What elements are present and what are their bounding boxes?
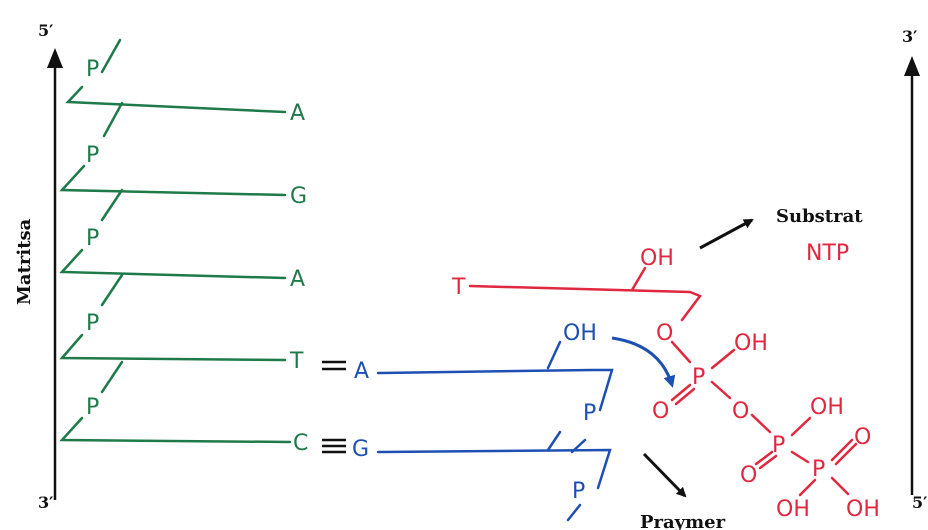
callouts: Substrat Praymer [640,206,863,530]
bond-p2-o-double-b [758,454,778,470]
template-axis-arrowhead [47,48,63,68]
bond-p3-oh-right [830,476,850,496]
primer-base-1: A [354,359,369,384]
primer-strand [376,340,614,522]
right-axis: 3′ 5′ [902,27,927,512]
bond-p1-o-bridge [710,380,732,400]
primer-stub-2 [546,430,562,452]
template-backbone-1 [65,38,287,114]
primer-phosphate-2: P [572,479,585,504]
template-top-end-label: 5′ [38,21,53,40]
primer-hydroxyl-stub [546,340,562,370]
bond-p3-oh-left [798,478,817,497]
template-backbone-3 [59,188,287,280]
primer-backbone-2 [376,448,612,522]
primer-label: Praymer [640,512,726,530]
bond-p1-o-double-a [670,383,692,402]
template-bases: A G A T C [289,101,308,456]
template-base-2: G [290,184,307,209]
bond-p2-p3 [790,450,810,464]
substrate-oh-1: OH [734,331,768,356]
template-phosphate-3: P [86,226,99,251]
right-top-end-label: 3′ [902,27,917,46]
substrate-sugar-backbone [468,284,702,322]
template-backbone-5 [59,360,292,444]
template-strand [59,38,292,444]
template-backbone-4 [59,273,287,362]
bond-p2-o-double-a [754,450,774,466]
substrate-label: Substrat [776,206,863,227]
substrate-phosphate-2: P [772,433,785,458]
hydrogen-bonds [322,360,346,454]
template-backbone-2 [59,101,287,197]
substrate-strand [468,266,858,497]
bond-p2-oh [790,416,812,437]
substrate-phosphate-1: P [692,365,705,390]
bond-p3-o-double-a [830,438,854,462]
substrate-ntp-label: NTP [806,241,849,266]
substrate-oxygen-4: O [740,463,757,488]
substrate-callout-arrow [699,218,754,250]
template-base-5: C [293,431,308,456]
substrate-base: T [451,275,466,300]
template-base-1: A [290,101,305,126]
template-base-3: A [290,267,305,292]
substrate-hydroxyl: OH [640,246,674,271]
template-phosphate-2: P [86,143,99,168]
double-bond-t-a [322,360,346,371]
template-label: Matritsa [14,218,35,305]
primer-backbone-1 [376,368,614,454]
substrate-oh-4: OH [846,497,880,522]
substrate-hydroxyl-stub [630,266,647,292]
bond-o-p2 [750,413,772,434]
substrate-oxygen-2: O [652,399,669,424]
nucleophilic-attack-arrow [611,336,676,388]
right-bottom-end-label: 5′ [912,493,927,512]
substrate-oh-2: OH [810,395,844,420]
template-phosphate-4: P [86,311,99,336]
substrate-oxygen-3: O [732,399,749,424]
primer-base-2: G [352,437,369,462]
bond-o-p1 [670,340,692,364]
primer-labels: A G OH P P [352,321,597,504]
template-bottom-end-label: 3′ [38,493,53,512]
template-phosphate-5: P [86,395,99,420]
substrate-oh-3: OH [776,497,810,522]
primer-hydroxyl: OH [563,321,597,346]
primer-callout-arrow [642,452,687,498]
triple-bond-c-g [322,438,346,454]
bond-p3-o-double-b [834,442,858,466]
right-axis-arrowhead [904,56,920,76]
bond-p1-o-double-b [674,387,696,406]
template-base-4: T [289,349,304,374]
primer-phosphate-1: P [583,401,596,426]
template-phosphates: P P P P P [86,57,99,420]
template-axis: 5′ 3′ Matritsa [14,21,63,512]
substrate-phosphate-3: P [812,457,825,482]
bond-p1-oh [710,348,736,370]
substrate-labels: T OH NTP O OH P O O OH P O P O OH OH [451,241,880,522]
template-phosphate-1: P [86,57,99,82]
substrate-oxygen-5: O [854,425,871,450]
substrate-oxygen-1: O [656,321,673,346]
